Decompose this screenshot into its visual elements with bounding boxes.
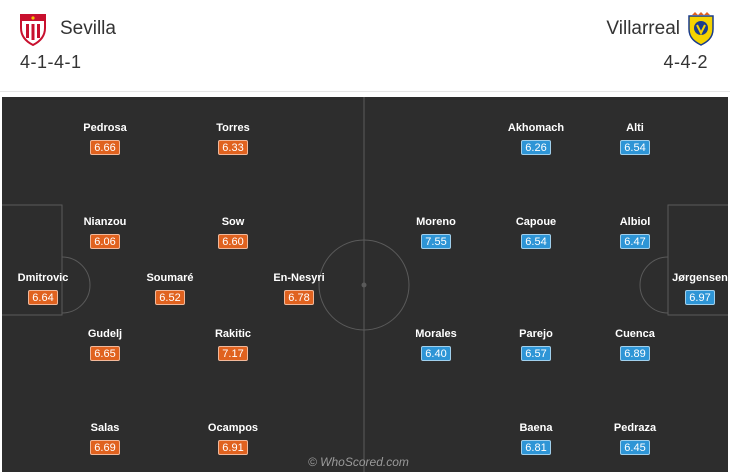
- away-player[interactable]: Capoue 6.54: [481, 215, 591, 255]
- away-player[interactable]: Albiol 6.47: [580, 215, 690, 255]
- player-name: Baena: [519, 422, 553, 434]
- home-player[interactable]: En-Nesyri 6.78: [244, 271, 354, 311]
- villarreal-crest-icon[interactable]: [686, 12, 716, 46]
- player-name: Pedrosa: [83, 122, 127, 134]
- player-rating: 6.78: [284, 290, 314, 305]
- away-player[interactable]: Baena 6.81: [481, 421, 591, 461]
- pitch-markings: [2, 97, 728, 472]
- home-formation: 4-1-4-1: [20, 52, 82, 72]
- player-rating: 6.66: [90, 140, 120, 155]
- player-name: Alti: [626, 122, 644, 134]
- player-rating: 6.54: [521, 234, 551, 249]
- home-player[interactable]: Sow 6.60: [178, 215, 288, 255]
- away-player[interactable]: Moreno 7.55: [381, 215, 491, 255]
- home-player[interactable]: Pedrosa 6.66: [50, 121, 160, 161]
- player-name: Jørgensen: [672, 272, 728, 284]
- away-player[interactable]: Alti 6.54: [580, 121, 690, 161]
- home-player[interactable]: Ocampos 6.91: [178, 421, 288, 461]
- player-rating: 6.64: [28, 290, 58, 305]
- away-player[interactable]: Morales 6.40: [381, 327, 491, 367]
- player-rating: 6.97: [685, 290, 715, 305]
- player-name: Nianzou: [83, 216, 127, 228]
- player-rating: 6.91: [218, 440, 248, 455]
- player-rating: 7.55: [421, 234, 451, 249]
- player-name: Capoue: [515, 216, 557, 228]
- player-rating: 6.26: [521, 140, 551, 155]
- away-formation: 4-4-2: [663, 52, 708, 72]
- player-name: En-Nesyri: [273, 272, 325, 284]
- player-rating: 6.54: [620, 140, 650, 155]
- away-player[interactable]: Parejo 6.57: [481, 327, 591, 367]
- player-rating: 6.57: [521, 346, 551, 361]
- player-name: Sow: [221, 216, 245, 228]
- player-rating: 6.89: [620, 346, 650, 361]
- player-rating: 6.45: [620, 440, 650, 455]
- player-name: Gudelj: [87, 328, 123, 340]
- away-player[interactable]: Jørgensen 6.97: [645, 271, 728, 311]
- player-name: Ocampos: [207, 422, 259, 434]
- player-rating: 7.17: [218, 346, 248, 361]
- player-rating: 6.52: [155, 290, 185, 305]
- player-name: Rakitic: [214, 328, 252, 340]
- home-player[interactable]: Rakitic 7.17: [178, 327, 288, 367]
- player-name: Salas: [90, 422, 120, 434]
- home-team-name[interactable]: Sevilla: [60, 18, 116, 39]
- player-name: Akhomach: [507, 122, 565, 134]
- player-name: Albiol: [619, 216, 651, 228]
- pitch: Pedrosa 6.66 Torres 6.33 Nianzou 6.06 So…: [2, 97, 728, 472]
- match-header: Sevilla 4-1-4-1 Villarreal 4-4-2: [0, 0, 730, 92]
- player-name: Soumaré: [146, 272, 194, 284]
- home-player[interactable]: Gudelj 6.65: [50, 327, 160, 367]
- home-player[interactable]: Torres 6.33: [178, 121, 288, 161]
- player-name: Moreno: [416, 216, 456, 228]
- away-team-name[interactable]: Villarreal: [606, 18, 680, 39]
- player-name: Pedraza: [613, 422, 657, 434]
- player-name: Morales: [415, 328, 457, 340]
- player-name: Cuenca: [615, 328, 655, 340]
- player-rating: 6.47: [620, 234, 650, 249]
- home-player[interactable]: Soumaré 6.52: [115, 271, 225, 311]
- player-rating: 6.69: [90, 440, 120, 455]
- away-player[interactable]: Akhomach 6.26: [481, 121, 591, 161]
- sevilla-crest-icon[interactable]: [18, 12, 48, 46]
- whoscored-watermark: © WhoScored.com: [308, 455, 409, 469]
- home-player[interactable]: Salas 6.69: [50, 421, 160, 461]
- away-player[interactable]: Cuenca 6.89: [580, 327, 690, 367]
- player-rating: 6.40: [421, 346, 451, 361]
- home-player[interactable]: Dmitrovic 6.64: [2, 271, 98, 311]
- player-rating: 6.81: [521, 440, 551, 455]
- away-player[interactable]: Pedraza 6.45: [580, 421, 690, 461]
- player-name: Parejo: [519, 328, 553, 340]
- player-rating: 6.60: [218, 234, 248, 249]
- player-rating: 6.33: [218, 140, 248, 155]
- player-name: Dmitrovic: [17, 272, 69, 284]
- player-name: Torres: [216, 122, 250, 134]
- player-rating: 6.65: [90, 346, 120, 361]
- player-rating: 6.06: [90, 234, 120, 249]
- home-player[interactable]: Nianzou 6.06: [50, 215, 160, 255]
